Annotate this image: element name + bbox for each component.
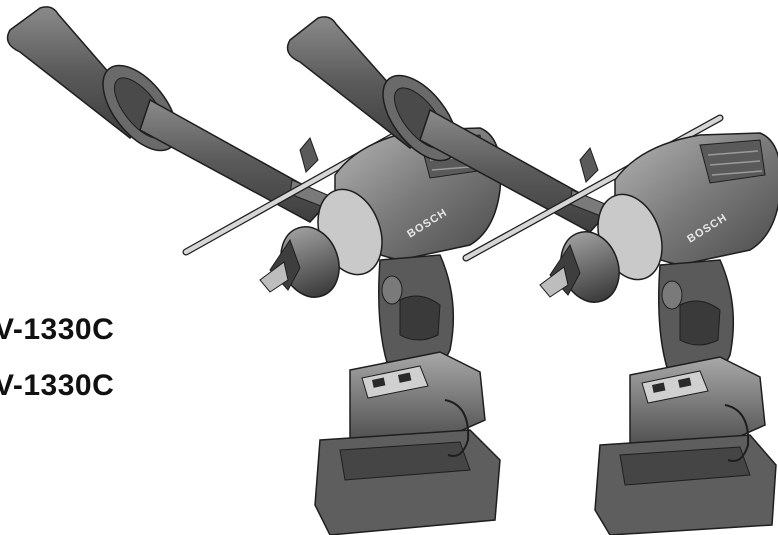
model-label-2: V-1330C: [0, 369, 115, 402]
side-handle-1: [6, 6, 332, 223]
battery-pack-2: [594, 356, 777, 535]
drill-2: BOSCH: [286, 16, 778, 535]
drill-1: BOSCH: [6, 6, 502, 535]
model-label-1: V-1330C: [0, 313, 115, 346]
battery-pack-1: [314, 351, 501, 535]
